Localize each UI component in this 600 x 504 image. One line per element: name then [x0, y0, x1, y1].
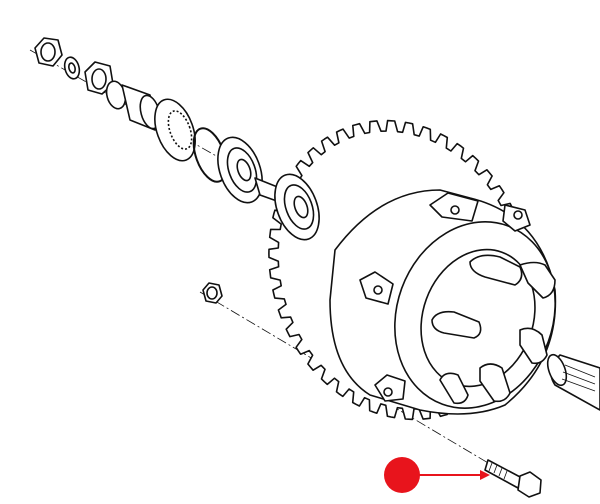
bearing-2 [274, 173, 320, 241]
bearing-1 [217, 136, 263, 204]
axle-shaft [546, 353, 600, 411]
sprocket-bolt [484, 459, 542, 498]
axle-nut [34, 37, 63, 67]
callout-marker [384, 457, 420, 493]
arrow [418, 470, 490, 480]
bolt-center-line [199, 291, 501, 471]
washer [63, 56, 81, 80]
oil-seal [154, 98, 196, 162]
sprocket-nut [202, 282, 223, 304]
hub [329, 189, 557, 415]
collar [105, 80, 161, 131]
lock-nut [84, 61, 114, 95]
